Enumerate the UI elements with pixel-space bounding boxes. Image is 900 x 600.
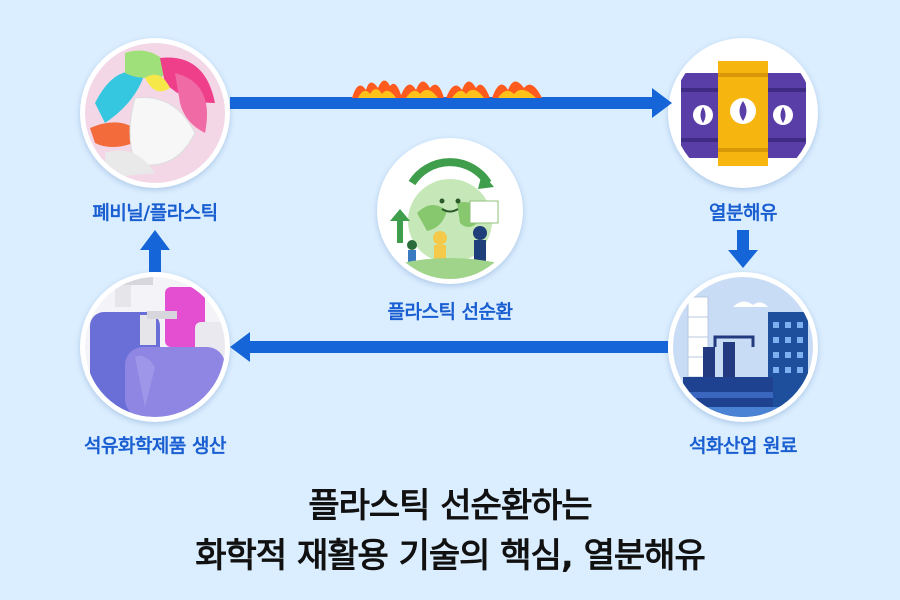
flame-icon: [352, 72, 547, 100]
detergent-bottle-image: [80, 272, 230, 422]
node-label-waste: 폐비닐/플라스틱: [92, 198, 217, 225]
arrow-up-left: [149, 248, 161, 272]
title-line-1: 플라스틱 선순환하는: [0, 478, 900, 527]
plastic-waste-image: [80, 38, 230, 188]
factory-icon: [668, 272, 818, 422]
arrowhead-down-icon: [728, 250, 758, 268]
arrowhead-up-icon: [140, 230, 170, 250]
node-label-products: 석유화학제품 생산: [84, 431, 226, 458]
arrow-down-right: [737, 230, 749, 252]
arrowhead-right-icon: [652, 88, 672, 118]
arrow-left-bottom: [248, 341, 668, 353]
title-line-2: 화학적 재활용 기술의 핵심, 열분해유: [0, 528, 900, 577]
node-label-pyrolysis: 열분해유: [709, 198, 777, 225]
node-label-center: 플라스틱 선순환: [388, 297, 513, 324]
node-label-raw: 석화산업 원료: [689, 431, 797, 458]
recycling-earth-illustration: [377, 138, 523, 284]
arrowhead-left-icon: [230, 332, 250, 362]
oil-barrel-icon: [668, 38, 818, 188]
